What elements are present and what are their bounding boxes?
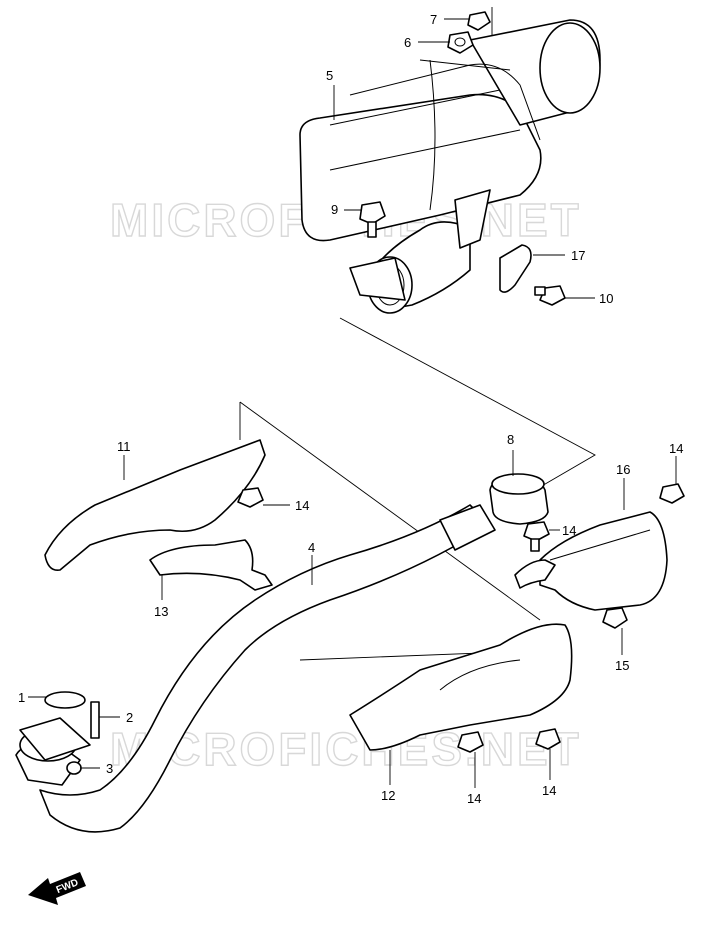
callout-leaders: [28, 18, 677, 788]
callout-14-b: 14: [562, 523, 576, 538]
callout-14-d: 14: [467, 791, 481, 806]
callout-5: 5: [326, 68, 333, 83]
gasket-1: [44, 691, 86, 709]
bolt-14-a: [237, 487, 264, 508]
callout-1: 1: [18, 690, 25, 705]
bolt-15: [602, 607, 628, 629]
nut-6: [447, 31, 474, 54]
callout-9: 9: [331, 202, 338, 217]
nut-3: [66, 761, 82, 775]
protector-11: [44, 439, 266, 572]
bolt-14-b: [523, 521, 550, 552]
callout-8: 8: [507, 432, 514, 447]
bracket-13: [149, 539, 273, 591]
callout-17: 17: [571, 248, 585, 263]
spacer-8: [489, 473, 549, 525]
callout-2: 2: [126, 710, 133, 725]
callout-14-e: 14: [542, 783, 556, 798]
callout-6: 6: [404, 35, 411, 50]
callout-7: 7: [430, 12, 437, 27]
callout-13: 13: [154, 604, 168, 619]
callout-4: 4: [308, 540, 315, 555]
bolt-7: [467, 11, 491, 31]
callout-3: 3: [106, 761, 113, 776]
bolt-9: [359, 201, 386, 238]
bolt-14-d: [457, 731, 484, 753]
muffler: [299, 19, 601, 314]
exhaust-pipe-4: [15, 504, 496, 833]
callout-10: 10: [599, 291, 613, 306]
stud-2: [90, 701, 100, 739]
callout-12: 12: [381, 788, 395, 803]
protector-16: [539, 511, 668, 611]
bracket-17: [499, 244, 532, 293]
protector-12: [349, 623, 573, 751]
bolt-10: [534, 285, 566, 306]
watermark-bottom: MICROFICHES.NET: [110, 723, 582, 775]
callout-11: 11: [117, 439, 131, 454]
callout-14-a: 14: [295, 498, 309, 513]
bolt-14-e: [535, 728, 561, 750]
fwd-arrow-icon: FWD: [28, 872, 86, 905]
bolt-14-c: [659, 483, 685, 504]
callout-14-c: 14: [669, 441, 683, 456]
callout-16: 16: [616, 462, 630, 477]
callout-15: 15: [615, 658, 629, 673]
